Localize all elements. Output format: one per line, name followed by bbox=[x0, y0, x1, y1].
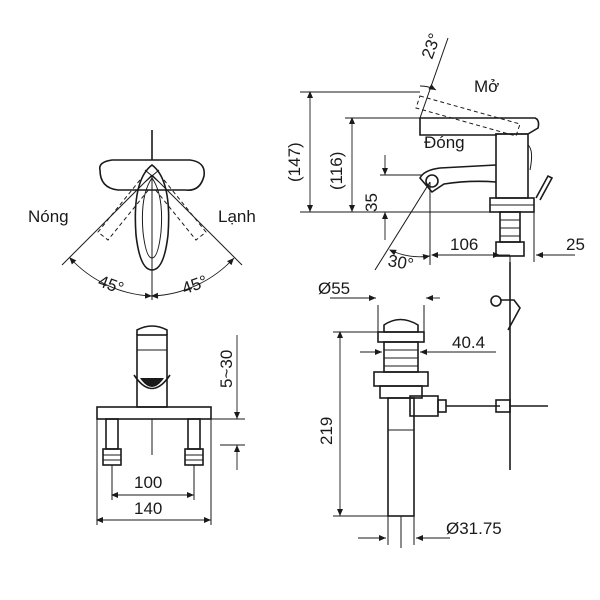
handle-open-dashed bbox=[415, 95, 521, 137]
drain-flange bbox=[377, 331, 425, 343]
side-spout bbox=[419, 164, 497, 194]
dim-35-label: 35 bbox=[362, 193, 381, 212]
front-handle-top bbox=[136, 325, 168, 335]
front-body bbox=[136, 334, 168, 408]
angle-right-label: 45° bbox=[179, 272, 210, 299]
dim-219-label: 219 bbox=[317, 417, 336, 445]
lift-rod bbox=[535, 174, 554, 201]
rotated-left-dashed bbox=[97, 179, 151, 241]
dim-width-label: 140 bbox=[134, 499, 162, 518]
side-view: 23° Mở Đóng (147) (116) 35 30° 106 25 bbox=[285, 31, 585, 275]
dim-25-label: 25 bbox=[566, 235, 585, 254]
handle-crossbar bbox=[98, 159, 206, 192]
front-base bbox=[96, 406, 212, 420]
rod-clip-top bbox=[500, 299, 521, 331]
side-body bbox=[495, 133, 529, 199]
front-spout bbox=[140, 378, 164, 387]
dim-106-label: 106 bbox=[450, 235, 478, 254]
top-view: Nóng Lạnh 45° 45° bbox=[28, 130, 256, 300]
dim-116-label: (116) bbox=[327, 152, 346, 190]
rotated-right-dashed bbox=[153, 179, 207, 241]
left-hose bbox=[102, 418, 122, 466]
dim-147-label: (147) bbox=[285, 142, 304, 182]
dim-spacing-label: 100 bbox=[134, 473, 162, 492]
dim-dia3175-label: Ø31.75 bbox=[446, 519, 502, 538]
drain-view: Ø55 40.4 219 Ø31.75 bbox=[317, 262, 548, 548]
front-view: 100 140 5~30 bbox=[96, 325, 245, 525]
right-hose bbox=[184, 418, 204, 466]
dim-deck-label: 5~30 bbox=[217, 350, 236, 388]
label-open: Mở bbox=[474, 77, 499, 96]
label-hot: Nóng bbox=[28, 207, 69, 226]
angle-top-label: 23° bbox=[418, 31, 445, 62]
label-cold: Lạnh bbox=[218, 207, 256, 226]
side-shank bbox=[499, 211, 521, 243]
dim-dia55-label: Ø55 bbox=[318, 279, 350, 298]
dim-404-label: 40.4 bbox=[452, 333, 485, 352]
angle-bottom-label: 30° bbox=[386, 251, 415, 274]
label-close: Đóng bbox=[424, 133, 465, 152]
angle-left-label: 45° bbox=[96, 271, 127, 298]
drain-nut bbox=[373, 371, 429, 387]
drain-cap bbox=[383, 318, 419, 333]
drain-body bbox=[383, 341, 419, 373]
